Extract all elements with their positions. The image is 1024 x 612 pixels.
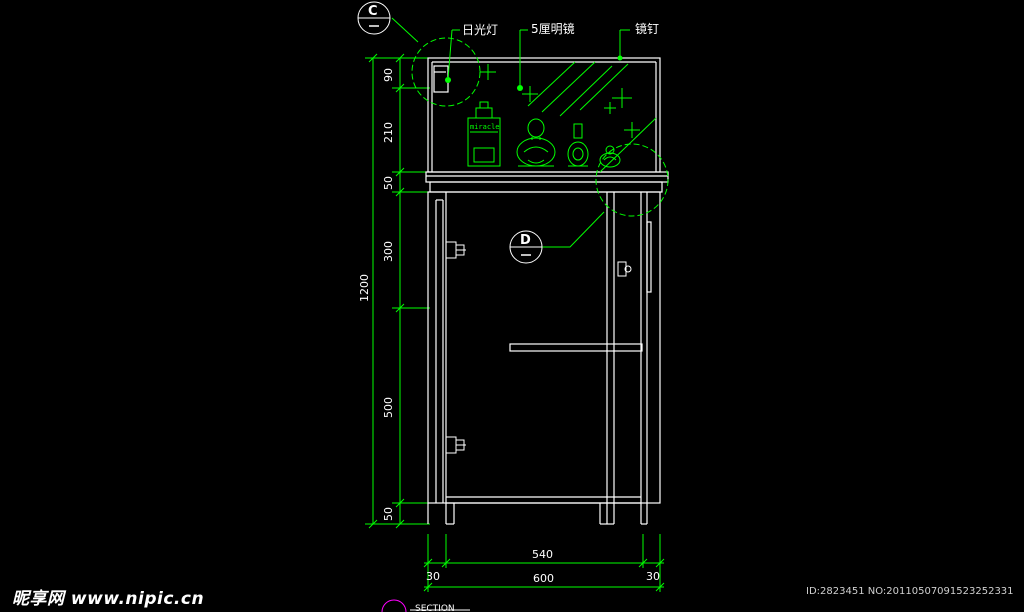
hinge-lower	[445, 436, 466, 454]
perfume-bottle-small	[599, 145, 621, 168]
dim-50-bottom: 50	[382, 507, 395, 521]
dim-600: 600	[533, 572, 554, 585]
section-marker-c: C	[357, 1, 391, 35]
bottle-label: miracle	[470, 123, 500, 131]
label-fluorescent-lamp: 日光灯	[462, 23, 498, 37]
dim-210: 210	[382, 122, 395, 143]
detail-callout-circles	[411, 37, 669, 217]
display-cabinet	[425, 57, 669, 525]
dim-1200: 1200	[358, 274, 371, 302]
section-marker-d-letter: D	[520, 233, 531, 248]
dim-500: 500	[382, 397, 395, 418]
horizontal-dimension-chain	[423, 534, 665, 592]
label-mirror: 5厘明镜	[531, 21, 575, 36]
dim-50-top: 50	[382, 176, 395, 190]
label-mirror-nail: 镜钉	[635, 21, 659, 36]
watermark-id: ID:2823451 NO:20110507091523252331	[806, 586, 1014, 597]
section-marker-c-letter: C	[368, 4, 378, 19]
dim-30-left: 30	[426, 570, 440, 583]
perfume-box	[467, 101, 501, 167]
annotation-leaders	[391, 17, 630, 248]
mirror-hatching	[527, 61, 657, 173]
watermark-site: 昵享网 www.nipic.cn	[12, 589, 205, 609]
annotation-dots	[445, 55, 623, 91]
door-lock	[617, 261, 632, 277]
light-sparkles	[480, 64, 640, 138]
perfume-bottle-round	[516, 118, 556, 167]
section-title-symbol: SECTION	[381, 599, 470, 612]
hinge-upper	[445, 241, 466, 259]
dim-540: 540	[532, 548, 553, 561]
dim-300: 300	[382, 241, 395, 262]
section-title-text: SECTION	[415, 604, 455, 612]
dim-90: 90	[382, 68, 395, 82]
section-marker-d: D	[509, 230, 543, 264]
perfume-bottle-tall	[567, 123, 589, 167]
vertical-dimension-chain	[365, 53, 430, 529]
dim-30-right: 30	[646, 570, 660, 583]
